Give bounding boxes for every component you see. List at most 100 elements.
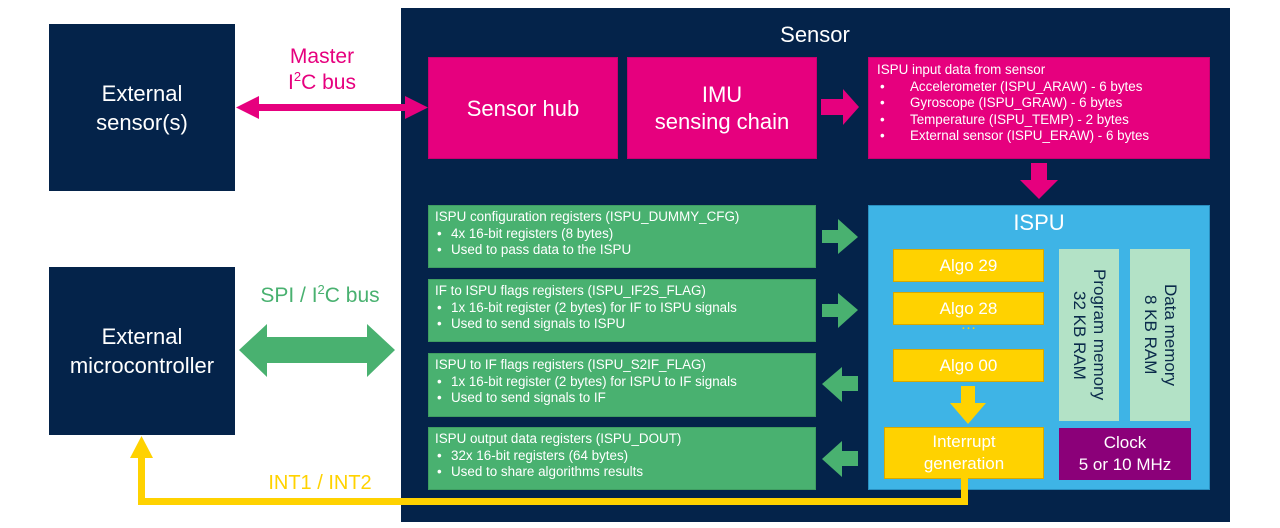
interrupt-line2: generation xyxy=(923,454,1005,473)
imu-line1: IMU xyxy=(701,82,743,107)
register-item-text: Used to pass data to the ISPU xyxy=(451,242,632,257)
register-item: • Used to send signals to ISPU xyxy=(435,316,809,333)
int-line-vertical-isp xyxy=(961,478,968,505)
register-box-dummy-cfg: ISPU configuration registers (ISPU_DUMMY… xyxy=(428,205,816,268)
algo-label: Algo 28 xyxy=(939,298,998,318)
ispu-title: ISPU xyxy=(1013,210,1065,235)
register-title: ISPU to IF flags registers (ISPU_S2IF_FL… xyxy=(435,357,706,372)
input-data-item: • Temperature (ISPU_TEMP) - 2 bytes xyxy=(877,112,1201,129)
register-item-text: Used to send signals to ISPU xyxy=(451,316,626,331)
external-sensor-block: External sensor(s) xyxy=(49,24,235,191)
external-sensor-line1: External xyxy=(101,80,183,106)
master-bus-prefix: I xyxy=(288,71,294,94)
data-memory-line1: Data memory xyxy=(1161,283,1180,387)
imu-to-input-arrow xyxy=(821,89,859,125)
input-item-text: Gyroscope (ISPU_GRAW) - 6 bytes xyxy=(910,95,1123,110)
imu-line2: sensing chain xyxy=(654,109,790,134)
register-item: • Used to share algorithms results xyxy=(435,464,809,481)
register-title: ISPU output data registers (ISPU_DOUT) xyxy=(435,431,682,446)
master-bus-suffix: C bus xyxy=(301,71,356,94)
external-microcontroller-block: External microcontroller xyxy=(49,267,235,435)
register-item: • 32x 16-bit registers (64 bytes) xyxy=(435,448,809,465)
input-data-item: • Accelerometer (ISPU_ARAW) - 6 bytes xyxy=(877,79,1201,96)
bullet: • xyxy=(437,225,442,241)
bullet: • xyxy=(880,78,885,94)
input-item-text: Temperature (ISPU_TEMP) - 2 bytes xyxy=(910,111,1129,127)
master-bus-line2: I2C bus xyxy=(262,70,382,96)
interrupt-generation-block: Interrupt generation xyxy=(884,427,1044,479)
register-item-text: 32x 16-bit registers (64 bytes) xyxy=(451,447,629,463)
register-box-s2if-flag: ISPU to IF flags registers (ISPU_S2IF_FL… xyxy=(428,353,816,417)
external-mcu-line1: External xyxy=(101,324,183,349)
master-i2c-arrow-left-head xyxy=(236,96,259,119)
data-memory-line2: 8 KB RAM xyxy=(1141,295,1160,375)
ispu-input-data-block: ISPU input data from sensor • Acceleromet… xyxy=(868,57,1210,159)
program-memory-block: Program memory 32 KB RAM xyxy=(1059,249,1119,421)
dout-from-ispu-arrow xyxy=(822,441,858,477)
register-item: • 4x 16-bit registers (8 bytes) xyxy=(435,226,809,243)
register-box-dout: ISPU output data registers (ISPU_DOUT) •… xyxy=(428,427,816,490)
external-mcu-line2: microcontroller xyxy=(69,353,215,378)
register-item: •1x 16-bit register (2 bytes) for ISPU t… xyxy=(435,374,809,391)
clock-line1: Clock xyxy=(1103,433,1147,452)
bullet: • xyxy=(437,373,442,389)
spi-bus-prefix: SPI / I xyxy=(260,284,318,307)
register-item-text: Used to share algorithms results xyxy=(451,464,644,479)
register-item-text: 1x 16-bit register (2 bytes) for IF to I… xyxy=(451,299,737,315)
input-data-item: • External sensor (ISPU_ERAW) - 6 bytes xyxy=(877,128,1201,145)
master-i2c-arrow-shaft xyxy=(258,104,408,111)
int-line-vertical-mcu xyxy=(138,456,145,505)
int-lines-label: INT1 / INT2 xyxy=(268,472,372,494)
bullet: • xyxy=(437,390,442,405)
external-sensor-line2: sensor(s) xyxy=(96,109,188,135)
s2if-from-ispu-arrow xyxy=(822,367,858,402)
algo-label: Algo 00 xyxy=(939,355,998,375)
program-memory-line1: Program memory xyxy=(1090,269,1109,401)
algo-29-block: Algo 29 xyxy=(893,249,1044,282)
input-item-text: External sensor (ISPU_ERAW) - 6 bytes xyxy=(910,128,1150,143)
spi-bus-sup: 2 xyxy=(317,282,325,297)
register-item: • 1x 16-bit register (2 bytes) for IF to … xyxy=(435,300,809,317)
int-line-arrow xyxy=(130,436,968,505)
bullet: • xyxy=(437,242,442,257)
bullet: • xyxy=(437,316,442,331)
spi-i2c-bus-arrow xyxy=(239,324,395,377)
interrupt-line1: Interrupt xyxy=(932,432,996,451)
spi-bus-suffix: C bus xyxy=(324,284,380,307)
input-data-item: • Gyroscope (ISPU_GRAW) - 6 bytes xyxy=(877,95,1201,112)
master-bus-line1: Master xyxy=(289,45,355,68)
master-bus-sup: 2 xyxy=(293,69,302,84)
input-to-ispu-arrow xyxy=(1020,163,1058,199)
master-i2c-arrow xyxy=(236,96,428,119)
register-item-text: 4x 16-bit registers (8 bytes) xyxy=(451,225,614,241)
input-data-title: ISPU input data from sensor xyxy=(877,62,1046,77)
imu-sensing-chain-block: IMU sensing chain xyxy=(627,57,817,159)
register-box-if2s-flag: IF to ISPU flags registers (ISPU_IF2S_FL… xyxy=(428,279,816,342)
master-i2c-arrow-right-head xyxy=(405,96,428,119)
algo-label: Algo 29 xyxy=(939,255,998,275)
int-line-arrow-head xyxy=(130,436,153,458)
input-item-text: Accelerometer (ISPU_ARAW) - 6 bytes xyxy=(910,78,1143,94)
master-i2c-bus-label: Master I2C bus xyxy=(262,44,382,96)
if2s-to-ispu-arrow xyxy=(822,293,858,328)
register-title: IF to ISPU flags registers (ISPU_IF2S_FL… xyxy=(435,283,706,298)
program-memory-line2: 32 KB RAM xyxy=(1070,290,1089,380)
register-title: ISPU configuration registers (ISPU_DUMMY… xyxy=(435,209,740,224)
algo-28-block: Algo 28 xyxy=(893,292,1044,325)
sensor-hub-label: Sensor hub xyxy=(466,95,580,121)
algo-00-block: Algo 00 xyxy=(893,349,1044,382)
bullet: • xyxy=(880,111,885,127)
clock-line2: 5 or 10 MHz xyxy=(1078,455,1172,474)
bullet: • xyxy=(437,447,442,463)
bullet: • xyxy=(880,128,885,143)
register-item-text: Used to send signals to IF xyxy=(451,390,606,405)
sensor-hub-block: Sensor hub xyxy=(428,57,618,159)
bullet: • xyxy=(437,299,442,315)
data-memory-block: Data memory 8 KB RAM xyxy=(1130,249,1190,421)
register-item: • Used to send signals to IF xyxy=(435,390,809,407)
bullet: • xyxy=(437,464,442,479)
algo-to-interrupt-arrow xyxy=(950,386,986,424)
clock-block: Clock 5 or 10 MHz xyxy=(1059,428,1191,480)
bullet: • xyxy=(880,95,885,110)
